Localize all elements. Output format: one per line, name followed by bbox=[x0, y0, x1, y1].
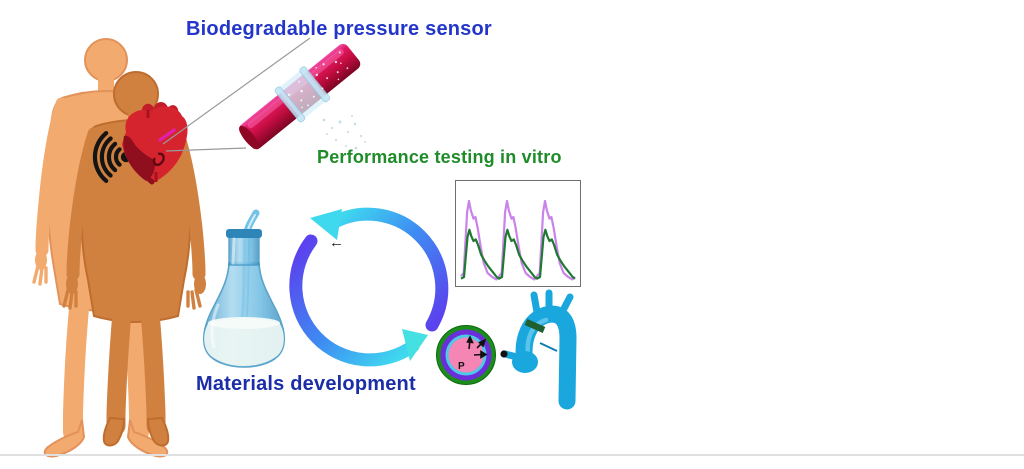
aorta-sensor-band bbox=[524, 319, 546, 333]
cycle-arrowhead-top bbox=[310, 209, 342, 240]
waveform-plot bbox=[460, 199, 576, 281]
bottom-hairline bbox=[0, 454, 1024, 456]
aorta-wire bbox=[539, 342, 558, 352]
dissolving-particles bbox=[322, 115, 366, 150]
label-performance-testing-in-vitro: Performance testing in vitro bbox=[317, 147, 562, 167]
heart-icon bbox=[122, 102, 188, 185]
back-figure-head bbox=[84, 38, 128, 82]
title-biodegradable-pressure-sensor: Biodegradable pressure sensor bbox=[186, 18, 492, 40]
front-figure-right-foot bbox=[146, 416, 170, 447]
pressure-waveform-inset bbox=[455, 180, 581, 287]
flask-liquid bbox=[204, 318, 284, 366]
flask-rim bbox=[226, 229, 262, 238]
aorta-arch bbox=[515, 305, 577, 410]
front-figure-left-foot bbox=[102, 416, 126, 447]
port-dot bbox=[500, 350, 508, 358]
sensor-output-trace bbox=[460, 228, 576, 280]
vessel-sparkles bbox=[287, 51, 349, 109]
magnifier-callout-lines bbox=[162, 37, 311, 152]
sensor-cuff bbox=[278, 69, 328, 120]
reference-pressure-trace bbox=[460, 199, 576, 281]
small-arrow-annotation: ← bbox=[329, 234, 344, 251]
sensor-implant-mark bbox=[158, 128, 176, 142]
cycle-arc-top bbox=[324, 207, 449, 332]
label-materials-development: Materials development bbox=[196, 373, 416, 395]
sensor-cross-section: P bbox=[436, 325, 496, 385]
flask-pouring-icon bbox=[202, 209, 286, 368]
cycle-arrowhead-bottom bbox=[402, 329, 428, 361]
blood-vessel-with-sensor-cuff bbox=[238, 43, 366, 150]
aorta-model-with-sensor-band bbox=[500, 289, 577, 410]
cycle-arc-bottom bbox=[289, 234, 420, 367]
pressure-arrows bbox=[466, 335, 488, 359]
cycle-arrows bbox=[289, 207, 449, 367]
pressure-symbol: P bbox=[458, 361, 465, 372]
